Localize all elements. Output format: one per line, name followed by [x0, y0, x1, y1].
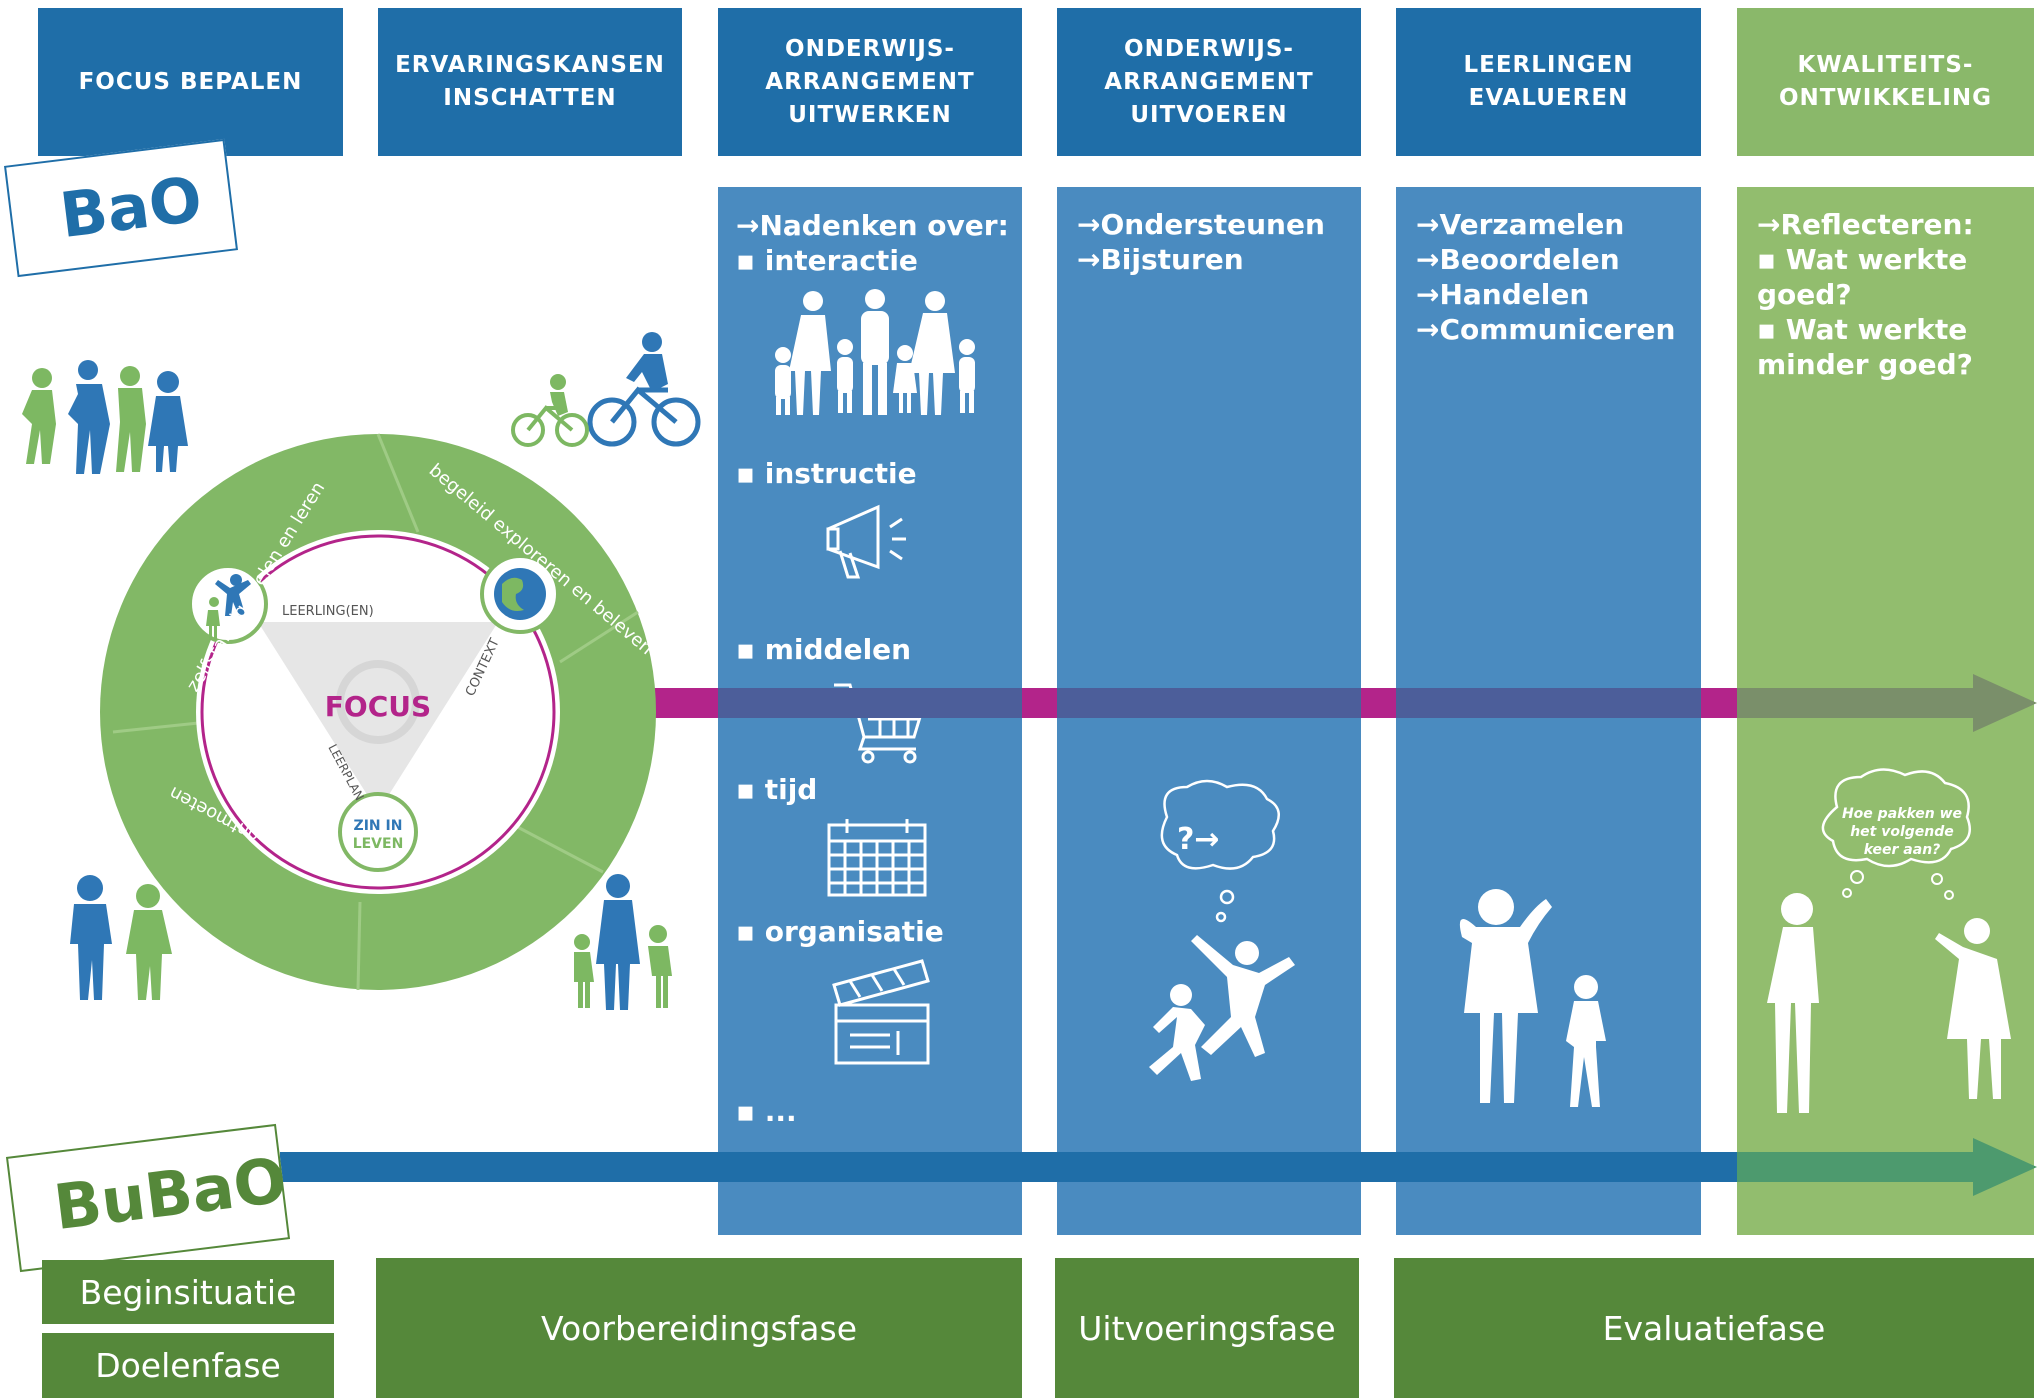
focus-center-label: FOCUS [325, 690, 431, 723]
thinking-child-icon: ?→ [1149, 779, 1295, 1081]
bao-line-overlay-2 [1057, 688, 1361, 718]
footer-beginsituatie: Beginsituatie [42, 1260, 334, 1324]
logo-line-1: ZIN IN [354, 818, 403, 834]
item-more: ▪ ... [736, 1095, 797, 1128]
item-interactie: ▪ interactie [736, 244, 918, 277]
header-leerlingen-evalueren: LEERLINGEN EVALUEREN [1396, 8, 1701, 156]
item-middelen: ▪ middelen [736, 633, 912, 666]
megaphone-icon [826, 504, 906, 579]
bao-arrow [1737, 674, 2037, 732]
item-organisatie: ▪ organisatie [736, 915, 944, 948]
bao-line-overlay-3 [1396, 688, 1701, 718]
bubao-label: BuBaO [50, 1143, 291, 1245]
item-tijd: ▪ tijd [736, 773, 818, 806]
calendar-icon [827, 819, 927, 897]
teacher-child-icon [1459, 889, 1606, 1107]
svg-text:?→: ?→ [1177, 822, 1220, 857]
evalueren-text: →Verzamelen →Beoordelen →Handelen →Commu… [1416, 208, 1676, 346]
footer-doelenfase: Doelenfase [42, 1333, 334, 1398]
logo-line-2: LEVEN [353, 836, 404, 852]
bubao-arrow [1737, 1138, 2037, 1196]
clapperboard-icon [832, 959, 930, 1065]
bao-label: BaO [56, 162, 206, 253]
conversation-icon [1767, 893, 2011, 1113]
bao-line-overlay-1 [718, 688, 1022, 718]
footer-voorbereidingsfase: Voorbereidingsfase [376, 1258, 1022, 1398]
header-focus-bepalen: FOCUS BEPALEN [38, 8, 343, 156]
footer-uitvoeringsfase: Uitvoeringsfase [1055, 1258, 1359, 1398]
bao-label-box: BaO [4, 138, 238, 278]
uitwerken-intro: →Nadenken over: [736, 209, 1009, 242]
footer-evaluatiefase: Evaluatiefase [1394, 1258, 2034, 1398]
triangle-label-leerling: LEERLING(EN) [282, 604, 374, 619]
thought-bubble-icon [1821, 768, 1971, 900]
header-kwaliteitsontwikkeling: KWALITEITS- ONTWIKKELING [1737, 8, 2034, 156]
header-arrangement-uitwerken: ONDERWIJS- ARRANGEMENT UITWERKEN [718, 8, 1022, 156]
item-instructie: ▪ instructie [736, 457, 917, 490]
children-group-icon [22, 360, 188, 474]
family-icon [775, 289, 975, 415]
bubao-line [280, 1152, 1740, 1182]
focus-circle-diagram: zelfstandig spelen en leren begeleid exp… [100, 433, 658, 991]
cyclists-icon [511, 332, 701, 447]
bubao-label-box: BuBaO [5, 1123, 291, 1273]
header-ervaringskansen: ERVARINGSKANSEN INSCHATTEN [378, 8, 682, 156]
kwaliteit-text: →Reflecteren: ▪ Wat werkte goed? ▪ Wat w… [1757, 208, 1974, 381]
header-arrangement-uitvoeren: ONDERWIJS- ARRANGEMENT UITVOEREN [1057, 8, 1361, 156]
thought-bubble-text: Hoe pakken we het volgende keer aan? [1841, 806, 1963, 858]
uitvoeren-text: →Ondersteunen →Bijsturen [1077, 208, 1325, 276]
children-pair-icon [70, 875, 172, 1000]
family-small-icon [574, 874, 672, 1010]
